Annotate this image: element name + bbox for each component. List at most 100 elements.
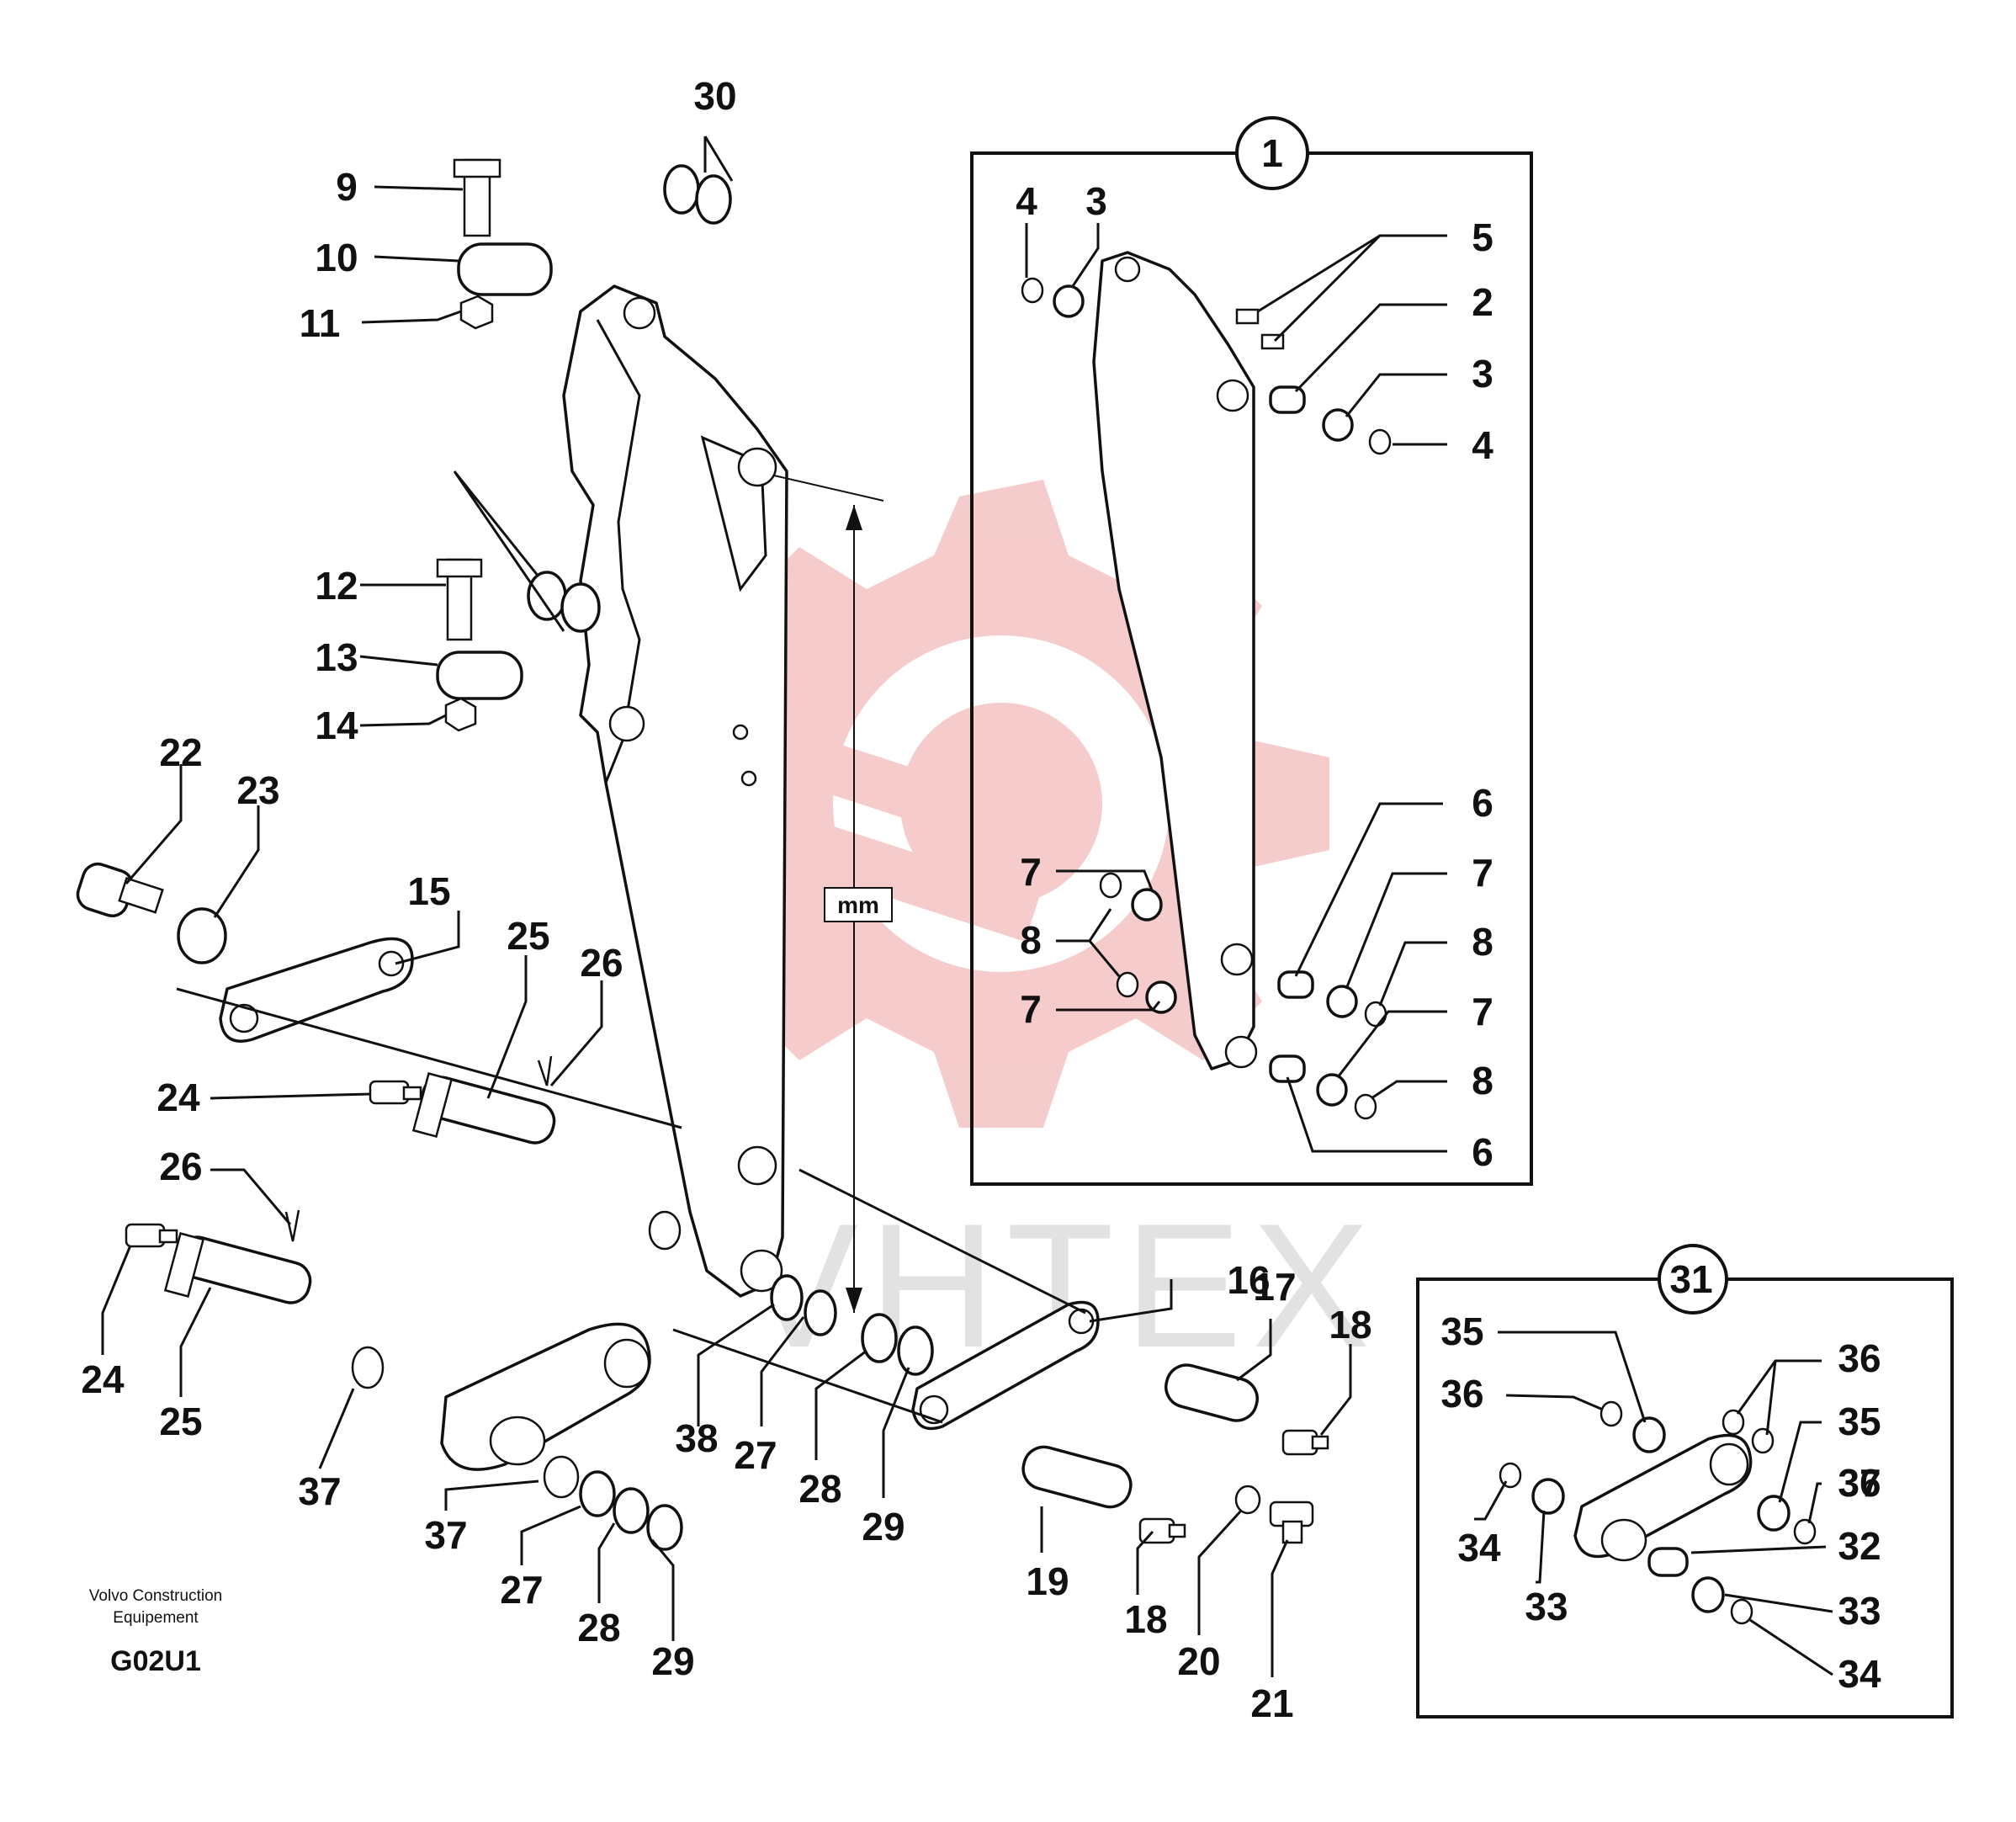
callout-15: 15 (407, 869, 450, 913)
callout-35: 35 (1838, 1400, 1881, 1443)
callout-11: 11 (300, 301, 341, 345)
grease-nipple-18-right (1281, 1429, 1329, 1456)
diagram-code: G02U1 (110, 1645, 201, 1677)
callout-37: 37 (298, 1469, 341, 1513)
circle-callout-1 (1235, 116, 1309, 190)
callout-1: 1 (1261, 131, 1283, 175)
callout-33: 33 (1838, 1589, 1881, 1633)
callout-37: 37 (1838, 1461, 1881, 1505)
callout-3: 3 (1472, 352, 1493, 396)
nut-11 (459, 295, 494, 330)
callout-26: 26 (580, 941, 623, 985)
bolt-22 (76, 862, 164, 917)
o-ring-37-a (648, 1210, 682, 1251)
callout-16: 16 (1227, 1258, 1270, 1302)
callout-5: 5 (1472, 215, 1493, 259)
dipper-arm (562, 284, 788, 1298)
callout-10: 10 (315, 236, 358, 279)
pin-13 (436, 651, 523, 700)
callout-9: 9 (336, 165, 358, 209)
bolt-12 (436, 558, 483, 641)
detail-box-31 (1416, 1244, 1954, 1718)
callout-21: 21 (1250, 1681, 1293, 1725)
callout-18: 18 (1124, 1597, 1167, 1641)
credit-line-1: Volvo Construction (89, 1587, 222, 1605)
callout-8: 8 (1472, 1059, 1493, 1102)
callout-25: 25 (159, 1400, 202, 1443)
callout-18: 18 (1329, 1303, 1371, 1347)
callout-19: 19 (1026, 1559, 1069, 1603)
washer-23 (177, 907, 227, 964)
pin-10 (457, 242, 553, 296)
callout-23: 23 (236, 768, 279, 812)
callout-30: 30 (693, 74, 736, 118)
pin-25-lower (163, 1232, 312, 1304)
washer-20 (1234, 1485, 1261, 1515)
callout-24: 24 (157, 1076, 200, 1119)
callout-6: 6 (1472, 1130, 1493, 1174)
callout-3: 3 (1085, 179, 1107, 223)
shim-pair-30 (663, 164, 732, 225)
grease-nipple-24-upper (369, 1080, 422, 1105)
callout-34: 34 (1457, 1526, 1501, 1570)
callout-22: 22 (159, 730, 202, 774)
callout-8: 8 (1020, 918, 1042, 962)
callout-35: 35 (1440, 1309, 1483, 1353)
callout-36: 36 (1838, 1336, 1881, 1380)
callout-4: 4 (1016, 179, 1037, 223)
shims-27-28-29-mid (770, 1274, 934, 1376)
callout-17: 17 (1253, 1265, 1296, 1309)
o-ring-37-c (543, 1455, 580, 1499)
callout-8: 8 (1472, 1059, 1493, 1102)
detail-box-1 (970, 116, 1533, 1186)
callout-7: 7 (1472, 990, 1493, 1033)
grease-nipple-24-lower (125, 1223, 178, 1248)
callout-32: 32 (1838, 1524, 1881, 1568)
callout-28: 28 (577, 1606, 620, 1649)
cotter-pin-26-lower (284, 1209, 300, 1242)
callout-27: 27 (500, 1568, 543, 1612)
callout-34: 34 (1838, 1652, 1881, 1696)
callout-8: 8 (1472, 920, 1493, 964)
callout-28: 28 (798, 1467, 841, 1511)
shim-pair-38 (527, 571, 601, 633)
callout-29: 29 (651, 1639, 694, 1683)
callout-7: 7 (1020, 850, 1042, 894)
pin-19 (1021, 1445, 1133, 1509)
callout-31: 31 (1669, 1257, 1712, 1301)
o-ring-37-b (351, 1346, 385, 1389)
callout-26: 26 (159, 1145, 202, 1188)
leader-lines (101, 135, 1352, 1677)
callout-4: 4 (1472, 423, 1493, 467)
bolt-21 (1269, 1501, 1314, 1544)
callout-6: 6 (1472, 781, 1493, 825)
link-16 (911, 1300, 1100, 1431)
callout-20: 20 (1177, 1639, 1220, 1683)
nut-14 (444, 697, 477, 732)
cotter-pin-26-upper (537, 1055, 553, 1086)
length-dimension: mm (773, 475, 893, 1313)
bolt-9 (453, 158, 501, 237)
mm-label: mm (837, 892, 879, 918)
mm-label-box (824, 887, 893, 922)
callout-7: 7 (1472, 851, 1493, 895)
callout-38: 38 (675, 1416, 718, 1460)
callout-36: 36 (1838, 1461, 1881, 1505)
callout-2: 2 (1472, 280, 1493, 324)
shims-27-28-29-low (579, 1470, 683, 1551)
pin-25-upper (411, 1072, 556, 1145)
callout-29: 29 (862, 1505, 905, 1548)
callout-14: 14 (315, 704, 358, 747)
callout-7: 7 (1020, 987, 1042, 1031)
credit-line-2: Equipement (113, 1609, 199, 1627)
link-15 (219, 937, 414, 1043)
callout-24: 24 (81, 1357, 125, 1401)
callout-37: 37 (424, 1513, 467, 1557)
callout-25: 25 (507, 914, 549, 958)
callout-12: 12 (315, 564, 358, 608)
callout-27: 27 (734, 1433, 777, 1477)
circle-callout-31 (1658, 1244, 1728, 1315)
rocker-link (440, 1322, 651, 1471)
